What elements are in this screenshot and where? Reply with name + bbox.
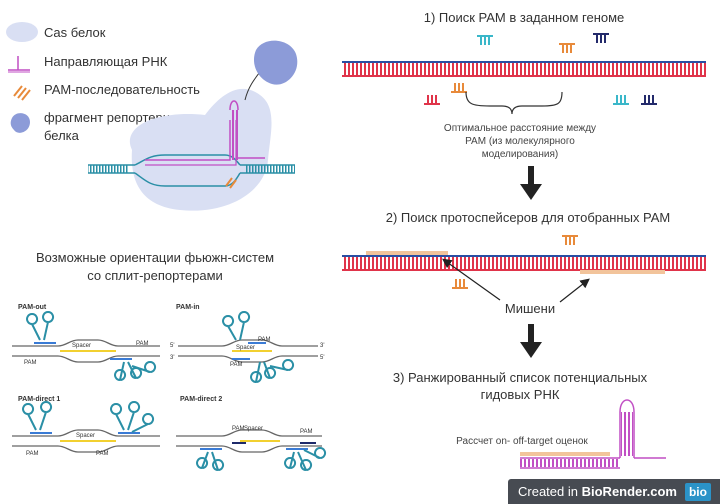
pam-orange-bottom-icon <box>451 83 467 93</box>
step2-title: 2) Поиск протоспейсеров для отобранных P… <box>386 210 671 225</box>
genome-dna-1 <box>342 61 706 77</box>
targets-label: Мишени <box>505 301 555 316</box>
panel3-label: PAM-direct 1 <box>18 396 60 403</box>
target-bar-2 <box>580 270 665 274</box>
pam-teal-icon <box>477 35 493 45</box>
cas-protein-icon <box>6 22 38 42</box>
arrow-down-2 <box>520 324 542 358</box>
panel2-spacer: Spacer <box>236 345 255 351</box>
panel4-pam-bottom: PAM <box>300 429 313 435</box>
pam-red-icon <box>424 95 440 105</box>
pam-orange-step2-top <box>562 235 578 245</box>
pam-orange-icon <box>559 43 575 53</box>
fusion-panel-pam-in: PAM-in 5' 3' 3' 5' Spacer PAM PAM <box>170 304 324 383</box>
panel2-pam-bottom: PAM <box>230 362 243 368</box>
panel4-spacer: Spacer <box>244 426 263 432</box>
panel4-label: PAM-direct 2 <box>180 396 222 403</box>
legend-pam-sequence: PAM-последовательность <box>44 82 200 97</box>
legend-guide-rna: Направляющая РНК <box>44 54 168 69</box>
target-arrow-right <box>559 278 590 303</box>
svg-text:3': 3' <box>320 343 324 349</box>
ranked-guide-rna <box>520 399 666 469</box>
legend-reporter-line2: белка <box>44 128 80 143</box>
panel1-label: PAM-out <box>18 304 47 311</box>
svg-text:5': 5' <box>170 343 174 349</box>
distance-brace <box>465 91 563 115</box>
cas-complex-illustration <box>88 40 298 211</box>
legend: Cas белок Направляющая РНК PAM-последова… <box>6 22 200 143</box>
dna-open-bottom <box>134 172 241 187</box>
reporter-fragment-icon <box>10 113 31 133</box>
fusion-panel-pam-out: PAM-out Spacer PAM PAM <box>12 304 160 381</box>
panel3-pam-top: PAM <box>26 451 39 457</box>
pam-navy-icon <box>593 33 609 43</box>
distance-label-3: моделирования) <box>482 149 558 160</box>
pam-sites-top <box>477 33 609 53</box>
panel1-pam-top: PAM <box>136 341 149 347</box>
panel2-label: PAM-in <box>176 304 200 311</box>
biorender-logo-icon: bio <box>684 482 711 501</box>
dna-left-rungs <box>88 165 128 173</box>
target-arrow-left <box>442 258 501 301</box>
distance-label-2: PAM (из молекулярного <box>465 136 575 147</box>
pam-orange-step2-bottom <box>452 279 468 289</box>
cas-protein-body <box>129 88 272 211</box>
panel2-pam-top: PAM <box>258 337 271 343</box>
fusion-panel-pam-direct-1: PAM-direct 1 Spacer PAM PAM <box>12 396 160 457</box>
step3-title-2: гидовых РНК <box>481 387 560 402</box>
fusion-panel-pam-direct-2: PAM-direct 2 Spacer PAM PAM <box>176 396 327 471</box>
pam-navy-bottom-icon <box>641 95 657 105</box>
distance-label-1: Оптимальное расстояние между <box>444 123 596 134</box>
fusion-title-2: со сплит-репортерами <box>87 268 223 283</box>
legend-cas-protein: Cas белок <box>44 25 106 40</box>
step1-title: 1) Поиск PAM в заданном геноме <box>424 10 625 25</box>
panel1-pam-bottom: PAM <box>24 360 37 366</box>
badge-prefix: Created in <box>518 484 578 499</box>
step3-title-1: 3) Ранжированный список потенциальных <box>393 370 648 385</box>
guide-rna-icon <box>8 56 30 73</box>
arrow-down-1 <box>520 166 542 200</box>
panel4-pam-top: PAM <box>232 426 245 432</box>
pam-icon <box>13 85 31 101</box>
panel3-spacer: Spacer <box>76 433 95 439</box>
reporter-fragment <box>253 40 298 85</box>
fusion-title-1: Возможные ориентации фьюжн-систем <box>36 250 274 265</box>
pam-teal-bottom-icon <box>613 95 629 105</box>
offtarget-label: Рассчет on- off-target оценок <box>456 436 588 447</box>
genome-dna-2 <box>342 251 706 274</box>
panel1-spacer: Spacer <box>72 343 91 349</box>
dna-right-rungs <box>245 165 295 173</box>
biorender-badge[interactable]: Created in BioRender.com bio <box>508 479 720 504</box>
panel3-pam-bottom: PAM <box>96 451 109 457</box>
svg-text:3': 3' <box>170 355 174 361</box>
badge-brand: BioRender.com <box>581 484 677 499</box>
pam-sites-bottom <box>424 83 657 105</box>
complex-pam <box>225 177 237 189</box>
svg-text:5': 5' <box>320 355 324 361</box>
target-bar-1 <box>366 251 448 255</box>
